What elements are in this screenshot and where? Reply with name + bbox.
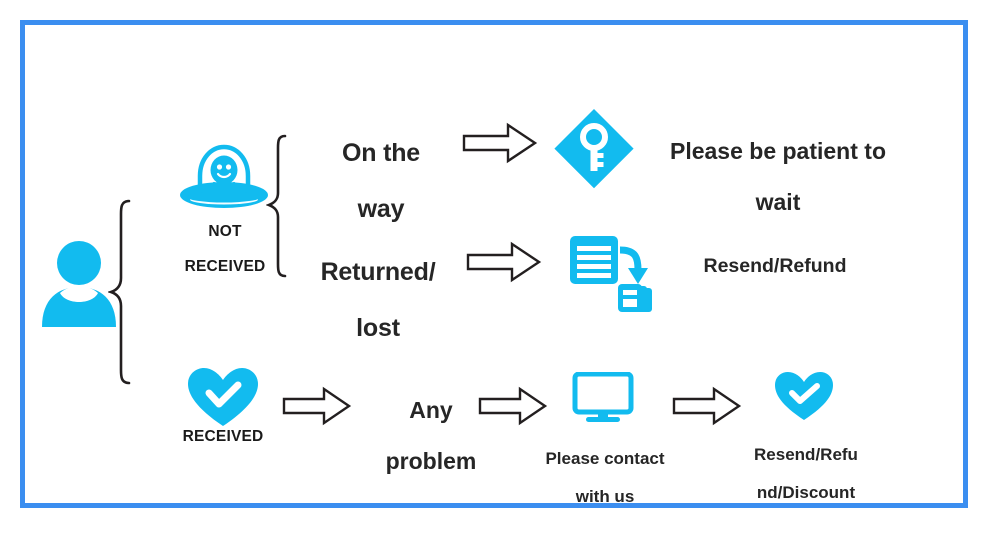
branch-label-not-received-line1: NOT xyxy=(208,223,242,241)
condition-on-the-way: On the way xyxy=(318,111,444,251)
result-resend-refund-discount-line1: Resend/Refu xyxy=(754,445,858,465)
ufo-alien-icon xyxy=(178,140,270,212)
heart-check-icon xyxy=(773,370,835,422)
branch-label-not-received-line2: RECEIVED xyxy=(184,258,266,276)
arrow-right-icon xyxy=(466,241,542,283)
key-diamond-icon xyxy=(552,107,636,191)
heart-check-icon xyxy=(186,366,260,428)
result-please-be-patient-line1: Please be patient to xyxy=(669,137,886,164)
condition-returned-lost-line2: lost xyxy=(356,314,400,342)
arrow-right-icon xyxy=(462,122,538,164)
condition-any-problem-line1: Any xyxy=(409,396,453,423)
result-resend-refund-discount-line2: nd/Discount xyxy=(756,483,856,503)
condition-on-the-way-line2: way xyxy=(357,195,405,223)
step-please-contact-with-us: Please contact with us xyxy=(518,430,692,525)
document-copy-icon xyxy=(568,232,654,320)
arrow-right-icon xyxy=(282,386,352,426)
step-please-contact-with-us-line1: Please contact xyxy=(545,449,665,469)
step-please-contact-with-us-line2: with us xyxy=(575,487,635,507)
branch-label-received: RECEIVED xyxy=(182,428,264,445)
result-please-be-patient-line2: wait xyxy=(755,189,801,216)
condition-returned-lost-line1: Returned/ xyxy=(320,258,436,286)
condition-on-the-way-line1: On the xyxy=(342,139,420,167)
person-icon xyxy=(38,237,120,327)
brace-main xyxy=(106,198,134,386)
brace-not-received xyxy=(265,133,290,279)
result-resend-refund: Resend/Refund xyxy=(703,255,847,277)
condition-returned-lost: Returned/ lost xyxy=(305,230,451,370)
branch-label-not-received: NOT RECEIVED xyxy=(165,206,285,293)
monitor-icon xyxy=(572,371,634,426)
result-please-be-patient: Please be patient to wait xyxy=(628,113,928,242)
result-resend-refund-discount: Resend/Refu nd/Discount xyxy=(718,426,894,521)
arrow-right-icon xyxy=(672,386,742,426)
condition-any-problem: Any problem xyxy=(362,372,500,501)
condition-any-problem-line2: problem xyxy=(385,448,477,475)
arrow-right-icon xyxy=(478,386,548,426)
